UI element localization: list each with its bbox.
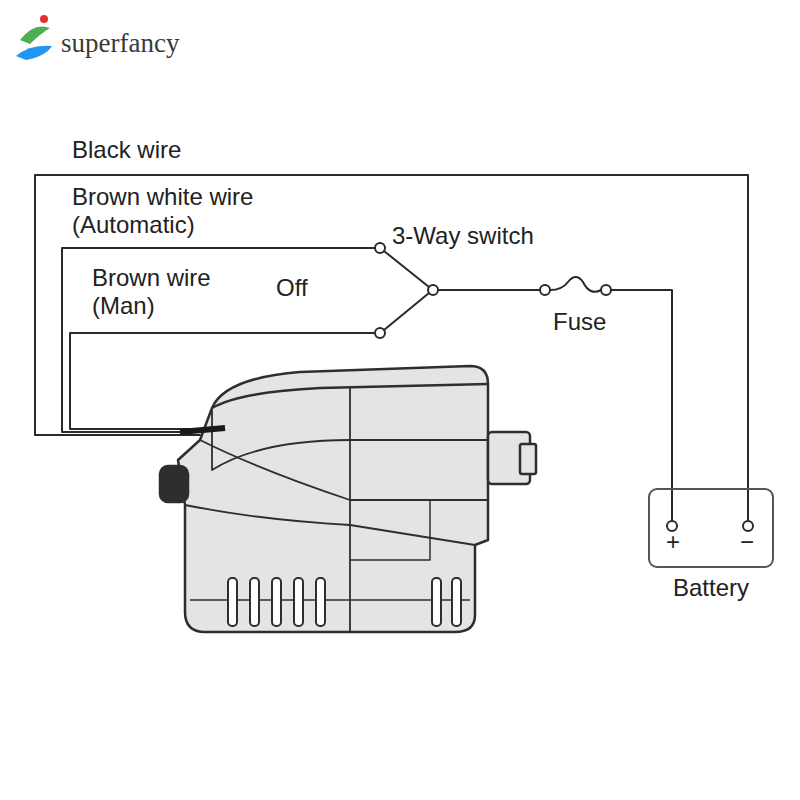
wire-label: Brown wire (Man) (92, 264, 242, 319)
pump-fin (250, 578, 259, 626)
wire-label: Brown white wire (Automatic) (72, 183, 307, 238)
supply-wire (438, 289, 540, 291)
watermark: superfancy (61, 28, 179, 59)
pump-cable (180, 428, 225, 432)
fuse-label: Fuse (553, 308, 633, 336)
pump-fin (294, 578, 303, 626)
positive-wire (611, 290, 672, 520)
pump-fin (228, 578, 237, 626)
switch-label: 3-Way switch (392, 222, 612, 250)
fuse-symbol (540, 277, 611, 295)
terminal-sign: − (740, 528, 754, 556)
switch-position-label: Off (276, 274, 336, 302)
three-way-switch (375, 243, 438, 338)
battery-label: Battery (650, 574, 772, 602)
pump-fin (316, 578, 325, 626)
pump-fin (452, 578, 461, 626)
bilge-pump (160, 366, 536, 632)
logo-mark (16, 15, 52, 60)
pump-fin (272, 578, 281, 626)
battery-box: +−Battery (648, 488, 774, 568)
wire-label: Black wire (72, 136, 372, 164)
terminal-sign: + (666, 528, 680, 556)
pump-fin (432, 578, 441, 626)
